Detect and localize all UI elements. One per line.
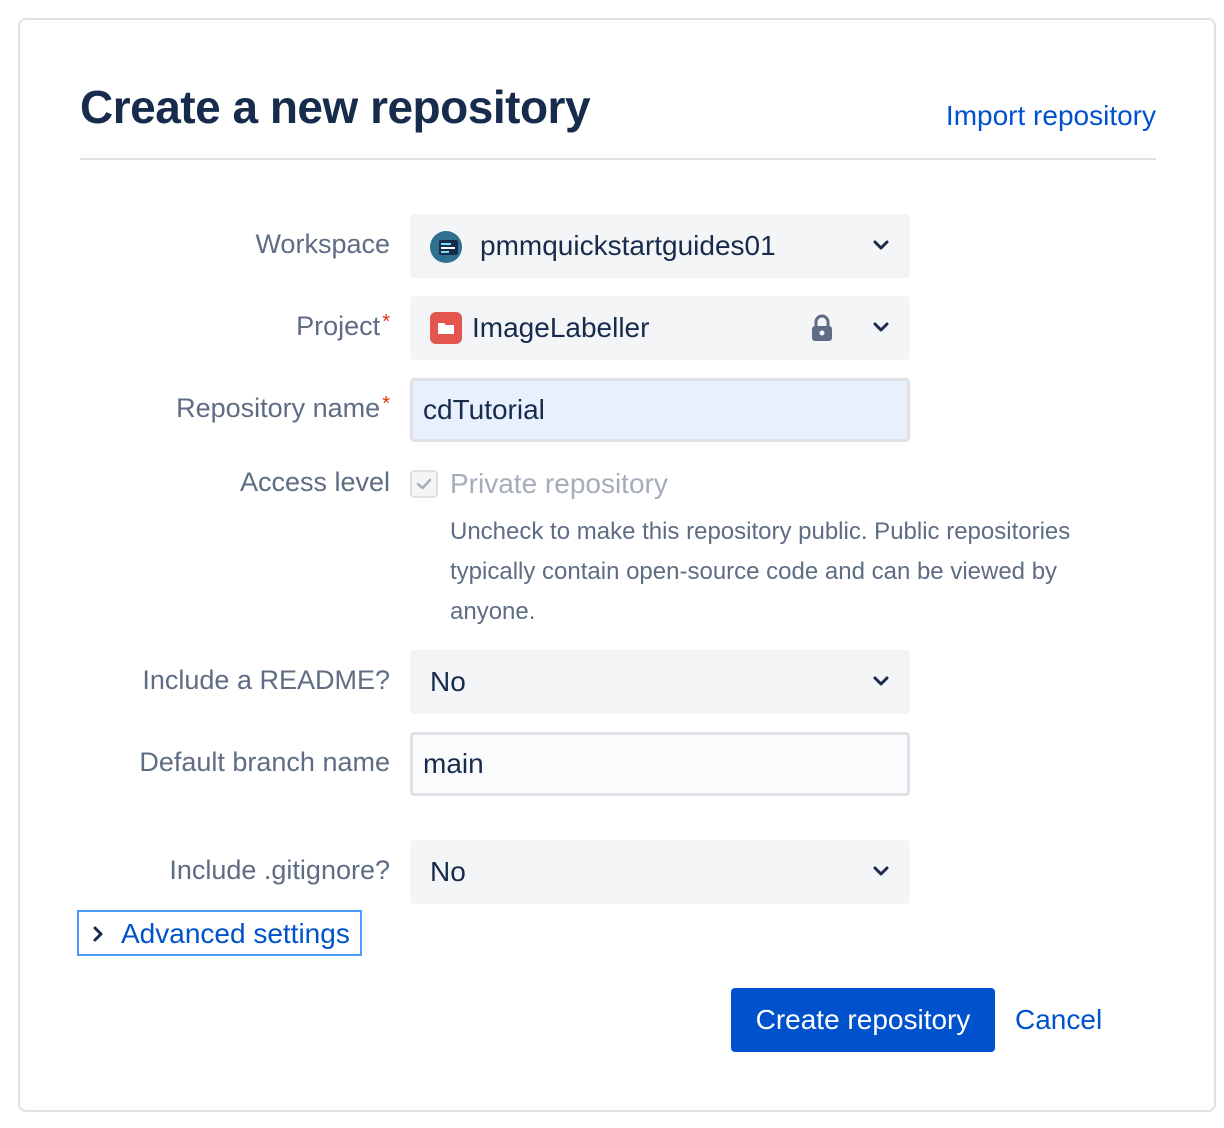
chevron-down-icon: [873, 676, 889, 686]
readme-select[interactable]: No: [410, 650, 910, 714]
access-level-help-text: Uncheck to make this repository public. …: [450, 518, 1071, 625]
readme-value: No: [430, 666, 466, 697]
workspace-avatar-icon: [430, 231, 462, 263]
repository-name-input[interactable]: [410, 378, 910, 442]
gitignore-value: No: [430, 856, 466, 887]
create-repository-dialog: [18, 18, 1216, 1112]
project-label: Project*: [296, 311, 390, 341]
private-repository-label: Private repository: [450, 468, 668, 499]
required-indicator: *: [382, 393, 390, 415]
gitignore-select[interactable]: No: [410, 840, 910, 904]
repository-name-label: Repository name*: [176, 393, 390, 423]
header-divider: [80, 158, 1156, 160]
readme-label: Include a README?: [142, 665, 390, 695]
chevron-down-icon: [873, 240, 889, 250]
lock-icon: [812, 314, 832, 341]
required-indicator: *: [382, 311, 390, 333]
chevron-down-icon: [873, 322, 889, 332]
check-icon: [416, 478, 432, 490]
folder-icon: [430, 312, 462, 344]
advanced-settings-toggle[interactable]: Advanced settings: [77, 910, 362, 956]
create-repository-button[interactable]: Create repository: [731, 988, 995, 1052]
default-branch-label: Default branch name: [139, 747, 390, 777]
private-repository-checkbox[interactable]: [410, 470, 438, 498]
workspace-select[interactable]: pmmquickstartguides01: [410, 214, 910, 278]
advanced-settings-label: Advanced settings: [121, 918, 350, 949]
chevron-right-icon: [93, 926, 103, 942]
chevron-down-icon: [873, 866, 889, 876]
access-level-label: Access level: [239, 467, 390, 497]
import-repository-link[interactable]: Import repository: [945, 100, 1156, 131]
project-value: ImageLabeller: [472, 312, 650, 343]
workspace-label: Workspace: [255, 229, 390, 259]
project-select[interactable]: ImageLabeller: [410, 296, 910, 360]
workspace-value: pmmquickstartguides01: [480, 230, 776, 261]
cancel-button[interactable]: Cancel: [1015, 1004, 1103, 1035]
default-branch-input[interactable]: [410, 732, 910, 796]
page-title: Create a new repository: [80, 81, 591, 133]
gitignore-label: Include .gitignore?: [169, 855, 390, 885]
